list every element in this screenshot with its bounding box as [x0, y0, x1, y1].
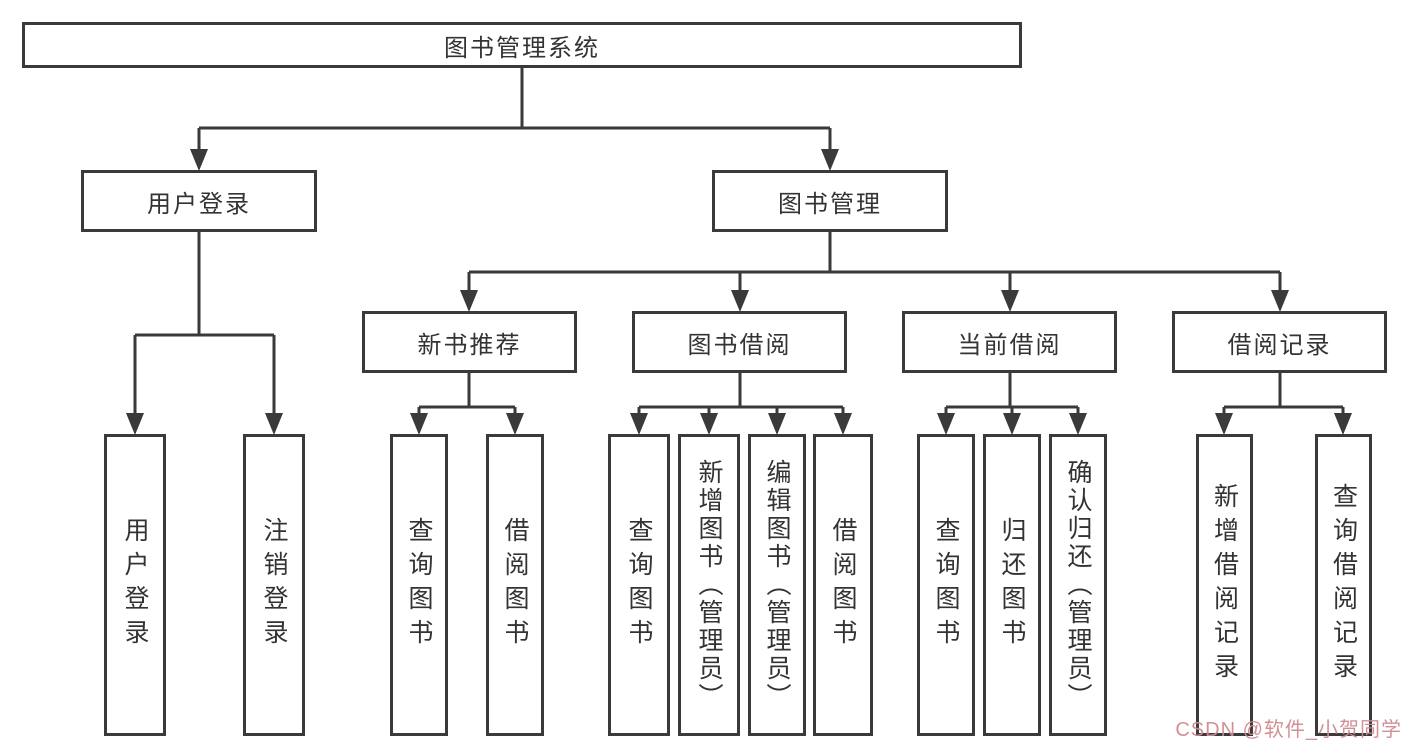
node-borrow-records: 借阅记录	[1172, 311, 1387, 373]
leaf-query-books-current: 查询图书	[917, 434, 975, 736]
node-root: 图书管理系统	[22, 22, 1022, 68]
leaf-borrow-books: 借阅图书	[813, 434, 873, 736]
leaf-add-borrow-record: 新增借阅记录	[1196, 434, 1253, 736]
watermark: CSDN @软件_小贺同学	[1175, 719, 1402, 741]
leaf-user-login: 用户登录	[104, 434, 166, 736]
node-user-login: 用户登录	[81, 170, 317, 232]
leaf-query-borrow-record: 查询借阅记录	[1315, 434, 1372, 736]
leaf-logout: 注销登录	[243, 434, 305, 736]
leaf-confirm-return-admin: 确认归还（管理员）	[1049, 434, 1107, 736]
node-book-management: 图书管理	[712, 170, 948, 232]
leaf-edit-book-admin: 编辑图书（管理员）	[748, 434, 806, 736]
node-new-book-recommend: 新书推荐	[362, 311, 577, 373]
leaf-borrow-books-recommend: 借阅图书	[486, 434, 544, 736]
leaf-query-books-recommend: 查询图书	[390, 434, 448, 736]
leaf-query-books-borrow: 查询图书	[608, 434, 670, 736]
leaf-add-book-admin: 新增图书（管理员）	[678, 434, 740, 736]
leaf-return-book: 归还图书	[983, 434, 1041, 736]
node-book-borrow: 图书借阅	[632, 311, 847, 373]
node-current-borrow: 当前借阅	[902, 311, 1117, 373]
